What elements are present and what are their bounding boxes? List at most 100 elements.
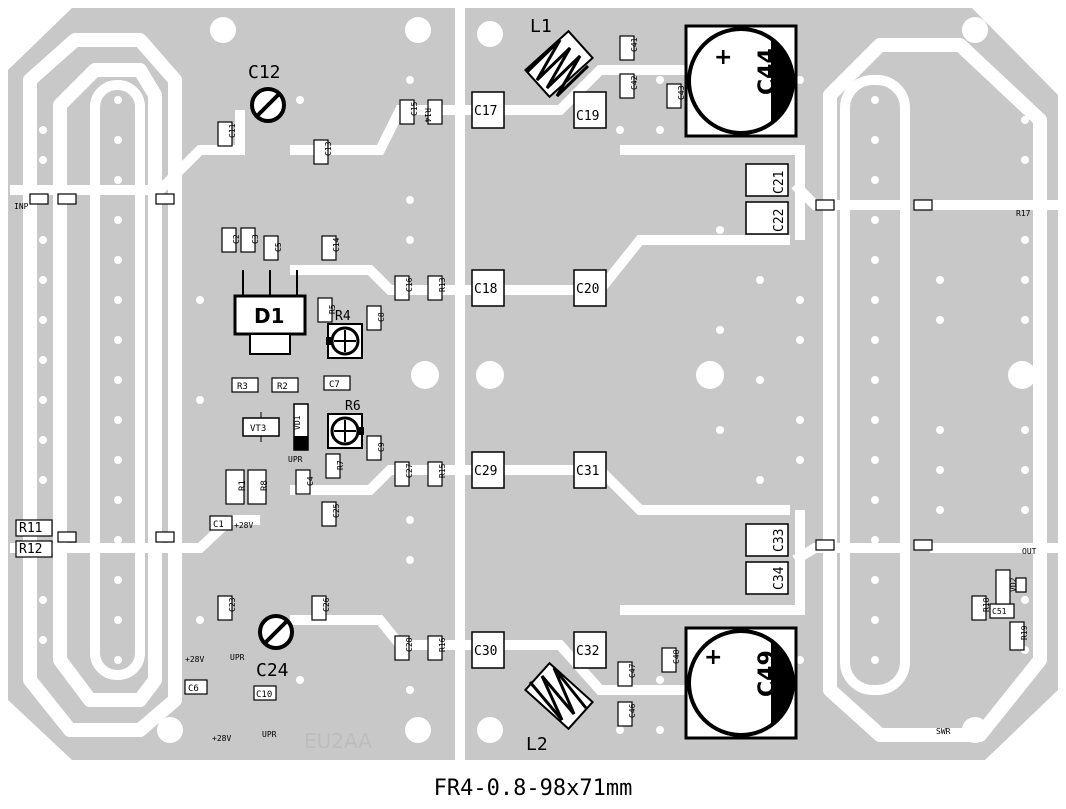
label-c5: C5 bbox=[274, 242, 283, 252]
label-c21: C21 bbox=[772, 171, 787, 194]
center-split bbox=[455, 8, 465, 760]
label-r14: R14 bbox=[423, 108, 432, 123]
electrolytic-c44: + C44 bbox=[684, 24, 798, 138]
trimmer-r4: R4 bbox=[326, 309, 363, 359]
large-cap-labels: C17 C18 C29 C30 C19 C20 C31 C32 C21 C22 … bbox=[474, 104, 787, 659]
label-r19: R19 bbox=[1020, 625, 1029, 640]
label-c26: C26 bbox=[322, 597, 331, 612]
label-r7: R7 bbox=[336, 460, 345, 470]
label-vd2: VD2 bbox=[1009, 577, 1018, 592]
label-l2: L2 bbox=[526, 734, 548, 755]
label-c7: C7 bbox=[329, 380, 340, 390]
label-c18: C18 bbox=[474, 282, 497, 297]
label-r1: R1 bbox=[238, 480, 248, 491]
label-c9: C9 bbox=[377, 442, 386, 452]
label-c14: C14 bbox=[332, 237, 341, 252]
trimmer-c24: C24 bbox=[256, 614, 294, 681]
label-r18: R18 bbox=[982, 597, 991, 612]
label-c25: C25 bbox=[332, 503, 341, 518]
label-c13: C13 bbox=[324, 141, 333, 156]
label-c22: C22 bbox=[772, 209, 787, 232]
label-c3: C3 bbox=[251, 234, 260, 244]
label-c31: C31 bbox=[576, 464, 599, 479]
label-c11: C11 bbox=[228, 123, 237, 138]
label-c24: C24 bbox=[256, 660, 289, 681]
mounting-holes bbox=[157, 17, 1036, 743]
label-vd1: VD1 bbox=[293, 415, 302, 430]
label-c43: C43 bbox=[677, 85, 686, 100]
large-caps bbox=[471, 91, 789, 669]
label-c15: C15 bbox=[410, 101, 419, 116]
label-r4: R4 bbox=[335, 309, 351, 324]
label-r15: R15 bbox=[438, 463, 447, 478]
label-c2: C2 bbox=[232, 234, 241, 244]
label-c48: C48 bbox=[672, 649, 681, 664]
label-c42: C42 bbox=[630, 75, 639, 90]
label-r6: R6 bbox=[345, 399, 361, 414]
coil-l2: L2 bbox=[523, 661, 595, 755]
label-swr: SWR bbox=[936, 727, 951, 736]
label-r2: R2 bbox=[277, 382, 288, 392]
small-smd-bodies bbox=[15, 35, 1025, 727]
label-c1: C1 bbox=[213, 520, 224, 530]
label-r13: R13 bbox=[438, 277, 447, 292]
label-c16: C16 bbox=[405, 277, 414, 292]
label-upr-a: UPR bbox=[230, 653, 245, 662]
diode-vd1: VD1 UPR bbox=[288, 403, 309, 464]
board-spec-caption: FR4-0.8-98x71mm bbox=[433, 776, 633, 801]
label-c51: C51 bbox=[992, 607, 1007, 616]
label-c41: C41 bbox=[630, 37, 639, 52]
transistor-vt3: VT3 bbox=[242, 412, 280, 442]
label-c6: C6 bbox=[188, 684, 199, 694]
label-inp: INP bbox=[14, 202, 29, 211]
label-c12: C12 bbox=[248, 62, 281, 83]
label-c49: C49 bbox=[755, 650, 780, 697]
coil-l1: L1 bbox=[523, 16, 595, 99]
label-c17: C17 bbox=[474, 104, 497, 119]
label-r11: R11 bbox=[19, 521, 42, 536]
label-out: OUT bbox=[1022, 547, 1037, 556]
net-labels: INP OUT SWR +28V UPR +28V UPR bbox=[14, 202, 1037, 743]
trimmer-r6: R6 bbox=[327, 399, 364, 449]
label-upr-b: UPR bbox=[262, 730, 277, 739]
label-c4: C4 bbox=[306, 476, 315, 486]
regulator-d1: D1 bbox=[233, 270, 307, 355]
left-inductor-loop bbox=[23, 33, 182, 737]
pads bbox=[29, 193, 1027, 593]
label-c19: C19 bbox=[576, 109, 599, 124]
label-c34: C34 bbox=[772, 566, 787, 590]
label-c10: C10 bbox=[256, 690, 272, 700]
author-label: EU2AA bbox=[304, 729, 372, 753]
c49-polarity: + bbox=[704, 645, 722, 670]
label-r17: R17 bbox=[1016, 209, 1031, 218]
trimmer-c12: C12 bbox=[248, 62, 286, 123]
label-c30: C30 bbox=[474, 644, 497, 659]
label-c8: C8 bbox=[377, 312, 386, 322]
label-c20: C20 bbox=[576, 282, 599, 297]
label-r5: R5 bbox=[328, 304, 337, 314]
label-c47: C47 bbox=[628, 663, 637, 678]
label-c46: C46 bbox=[628, 703, 637, 718]
label-r12: R12 bbox=[19, 542, 42, 557]
label-c32: C32 bbox=[576, 644, 599, 659]
electrolytic-c49: + C49 bbox=[684, 626, 798, 740]
c44-polarity: + bbox=[714, 45, 732, 70]
label-plus28v-c1: +28V bbox=[234, 521, 253, 530]
label-c44: C44 bbox=[755, 48, 780, 95]
label-c29: C29 bbox=[474, 464, 497, 479]
small-smd-labels: C11 C13 C14 C15 R14 C16 R13 C2 C3 C5 R5 … bbox=[19, 37, 1031, 718]
label-c33: C33 bbox=[772, 529, 787, 552]
label-plus28v-b: +28V bbox=[212, 734, 231, 743]
label-upr-vd1: UPR bbox=[288, 455, 303, 464]
label-c28: C28 bbox=[405, 637, 414, 652]
label-r8: R8 bbox=[260, 480, 270, 491]
label-plus28v-a: +28V bbox=[185, 655, 204, 664]
label-l1: L1 bbox=[530, 16, 552, 37]
label-r3: R3 bbox=[237, 382, 248, 392]
label-c27: C27 bbox=[405, 463, 414, 478]
vias bbox=[39, 76, 1029, 734]
label-c23: C23 bbox=[228, 597, 237, 612]
right-inner-strip bbox=[840, 75, 910, 695]
label-vt3: VT3 bbox=[250, 424, 266, 434]
